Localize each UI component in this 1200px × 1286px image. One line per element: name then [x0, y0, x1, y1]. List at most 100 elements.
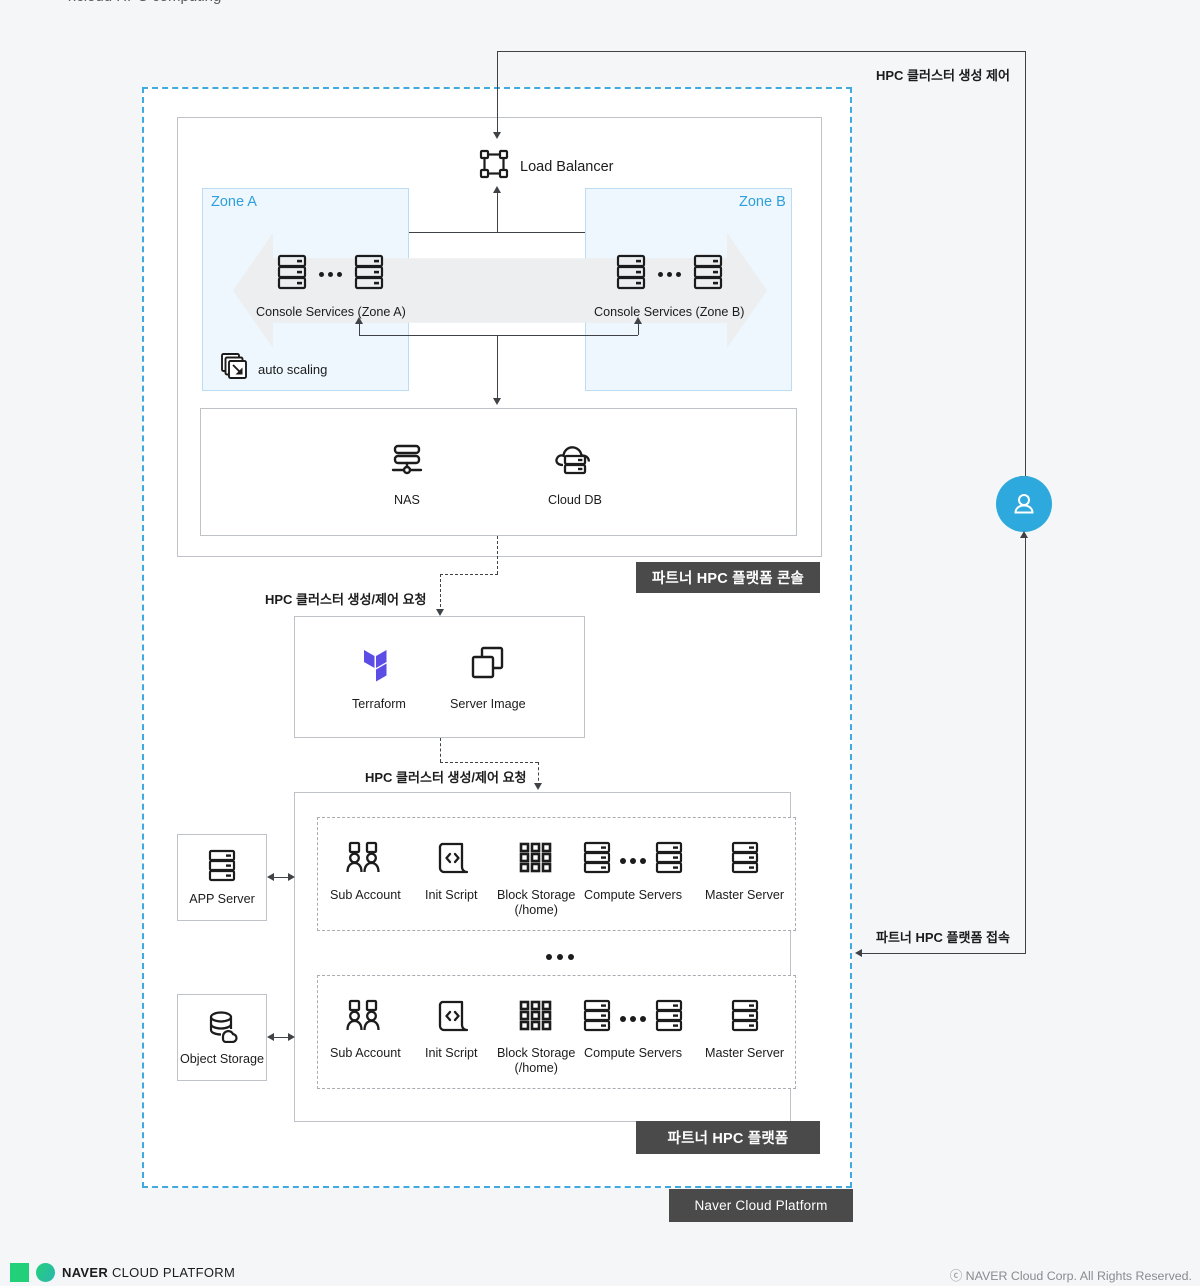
- server-icon: [616, 253, 646, 296]
- cluster2-compute-servers: Compute Servers: [583, 999, 683, 1061]
- ellipsis-icon: [657, 272, 681, 277]
- request-label-1: HPC 클러스터 생성/제어 요청: [265, 592, 427, 607]
- user-icon: [1014, 494, 1034, 514]
- clusters-ellipsis-icon: [546, 954, 574, 960]
- block-storage-label-line2: (/home): [514, 1061, 558, 1075]
- access-arrow-to-platform: [855, 949, 862, 957]
- copyright-text: ⓒ NAVER Cloud Corp. All Rights Reserved.: [949, 1269, 1192, 1283]
- compute-servers-icon: [583, 841, 611, 880]
- request1-arrow: [435, 609, 444, 616]
- app-server-label: APP Server: [189, 891, 255, 906]
- access-label: 파트너 HPC 플랫폼 접속: [876, 930, 1010, 945]
- request1-vline-from-storage: [497, 536, 498, 574]
- control-line-right-down: [1025, 51, 1026, 479]
- control-line-to-lb: [497, 51, 498, 135]
- init-script-label: Init Script: [425, 1046, 478, 1060]
- hpc-cluster-2: [317, 975, 796, 1089]
- nas-icon: [390, 443, 424, 484]
- zone-a-label: Zone A: [211, 194, 257, 210]
- master-server-label: Master Server: [705, 1046, 785, 1060]
- init-script-label: Init Script: [425, 888, 478, 902]
- terraform-label: Terraform: [352, 697, 406, 711]
- auto-scaling-icon: [220, 352, 250, 387]
- user-avatar[interactable]: [996, 476, 1052, 532]
- access-line-vertical: [1025, 537, 1026, 953]
- sub-account-label: Sub Account: [330, 1046, 401, 1060]
- storage-inbound-arrow: [492, 398, 501, 405]
- cluster1-init-script: Init Script: [425, 841, 478, 903]
- request1-hline: [440, 574, 498, 575]
- control-line-horizontal: [497, 51, 1026, 52]
- server-image-label: Server Image: [450, 697, 526, 711]
- app-server-connector: [274, 877, 288, 878]
- compute-servers-icon: [655, 841, 683, 880]
- sub-account-icon: [346, 999, 384, 1038]
- logo-circle-icon: [36, 1263, 55, 1282]
- request2-vline-from-terraform: [440, 738, 441, 762]
- zone-a-return-line: [359, 323, 360, 335]
- object-storage-label: Object Storage: [179, 1051, 264, 1066]
- cluster2-sub-account: Sub Account: [330, 999, 401, 1061]
- master-server-icon: [731, 999, 759, 1038]
- nas-label: NAS: [394, 493, 420, 507]
- zone-b-return-arrow: [633, 317, 642, 324]
- server-icon: [277, 253, 307, 296]
- hpc-cluster-1: [317, 817, 796, 931]
- cloud-db-label: Cloud DB: [548, 493, 602, 507]
- sub-account-label: Sub Account: [330, 888, 401, 902]
- console-services-zone-a: Console Services (Zone A): [256, 253, 406, 320]
- object-storage-arrow-right: [288, 1033, 295, 1041]
- request2-vline-down: [538, 762, 539, 786]
- cluster2-block-storage: Block Storage (/home): [497, 999, 575, 1076]
- init-script-icon: [434, 841, 469, 880]
- block-storage-icon: [518, 999, 554, 1038]
- load-balancer-node: Load Balancer: [478, 148, 614, 185]
- cluster1-sub-account: Sub Account: [330, 841, 401, 903]
- request-label-2: HPC 클러스터 생성/제어 요청: [365, 770, 527, 785]
- block-storage-label-line1: Block Storage: [497, 888, 576, 902]
- block-storage-label-line1: Block Storage: [497, 1046, 576, 1060]
- logo-text: NAVER CLOUD PLATFORM: [62, 1265, 235, 1280]
- object-storage-connector: [274, 1037, 288, 1038]
- request2-arrow: [533, 783, 542, 790]
- object-storage-arrow-left: [267, 1033, 274, 1041]
- zone-b-return-line: [638, 323, 639, 335]
- console-services-zone-b-label: Console Services (Zone B): [594, 305, 745, 319]
- lb-inbound-arrow: [492, 132, 501, 139]
- compute-servers-label: Compute Servers: [584, 888, 682, 902]
- load-balancer-icon: [478, 148, 510, 185]
- lb-zone-trunk: [497, 192, 498, 232]
- terraform-node: Terraform: [352, 645, 406, 712]
- partner-hpc-platform-tag: 파트너 HPC 플랫폼: [636, 1121, 820, 1154]
- ellipsis-icon: [319, 272, 343, 277]
- object-storage-icon: [205, 1009, 239, 1048]
- compute-servers-icon: [583, 999, 611, 1038]
- storage-services-box: [200, 408, 797, 536]
- console-services-zone-b: Console Services (Zone B): [594, 253, 745, 320]
- app-server-icon: [208, 849, 236, 888]
- init-script-icon: [434, 999, 469, 1038]
- auto-scaling-node: auto scaling: [220, 352, 327, 387]
- cluster2-master-server: Master Server: [705, 999, 784, 1061]
- logo-square-icon: [10, 1263, 29, 1282]
- block-storage-label-line2: (/home): [514, 903, 558, 917]
- sub-account-icon: [346, 841, 384, 880]
- zone-a-return-arrow: [354, 317, 363, 324]
- server-image-icon: [470, 645, 506, 688]
- cluster1-block-storage: Block Storage (/home): [497, 841, 575, 918]
- ellipsis-icon: [620, 857, 646, 864]
- server-icon: [693, 253, 723, 296]
- console-services-zone-a-label: Console Services (Zone A): [256, 305, 406, 319]
- compute-servers-label: Compute Servers: [584, 1046, 682, 1060]
- app-server-box: APP Server: [177, 834, 267, 921]
- master-server-label: Master Server: [705, 888, 785, 902]
- app-server-arrow-left: [267, 873, 274, 881]
- cluster2-init-script: Init Script: [425, 999, 478, 1061]
- terraform-icon: [362, 645, 396, 688]
- app-server-arrow-right: [288, 873, 295, 881]
- lb-branch-horizontal: [359, 232, 638, 233]
- server-icon: [354, 253, 384, 296]
- load-balancer-label: Load Balancer: [520, 158, 614, 175]
- partner-hpc-console-tag: 파트너 HPC 플랫폼 콘솔: [636, 562, 820, 593]
- logo-brand-rest: CLOUD PLATFORM: [108, 1265, 236, 1280]
